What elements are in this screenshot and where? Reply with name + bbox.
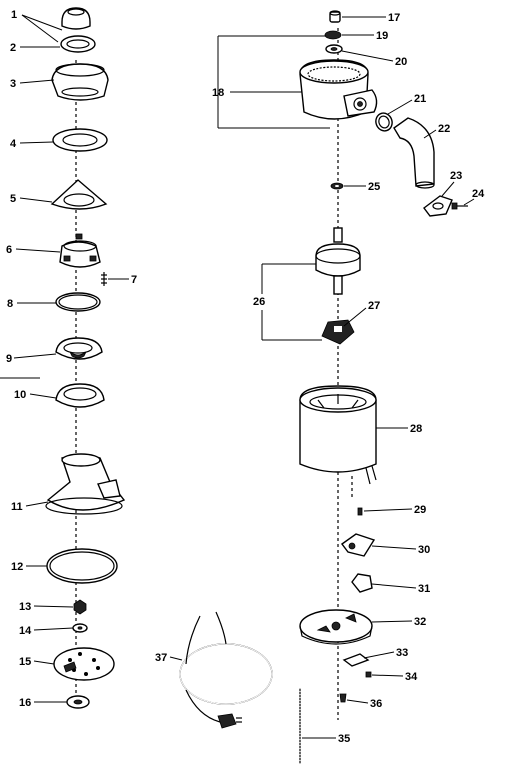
label-31: 31: [418, 583, 430, 595]
left-labels: 1 2 3 4 5 6 7 8 9 10 11 12 13 14 15 16: [0, 9, 137, 709]
label-2: 2: [10, 42, 16, 54]
label-5: 5: [10, 193, 16, 205]
label-10: 10: [14, 389, 26, 401]
label-7: 7: [131, 274, 137, 286]
label-12: 12: [11, 561, 23, 573]
label-29: 29: [414, 504, 426, 516]
label-1: 1: [11, 9, 17, 21]
part-12-gasket: [46, 548, 118, 584]
label-23: 23: [450, 170, 462, 182]
label-32: 32: [414, 616, 426, 628]
part-5-backup-flange: [50, 179, 108, 210]
part-34-screw: [365, 671, 372, 678]
part-22-discharge-tube: [393, 117, 435, 189]
part-17-cap: [329, 10, 341, 23]
part-29-screw: [357, 507, 363, 516]
part-13-nut: [73, 599, 87, 615]
label-3: 3: [10, 78, 16, 90]
label-4: 4: [10, 138, 17, 150]
label-37: 37: [155, 652, 167, 664]
label-8: 8: [7, 298, 13, 310]
label-28: 28: [410, 423, 422, 435]
label-27: 27: [368, 300, 380, 312]
label-16: 16: [19, 697, 31, 709]
part-15-rotating-plate: [53, 647, 115, 681]
label-22: 22: [438, 123, 450, 135]
part-3-sink-flange: [51, 63, 109, 101]
label-24: 24: [472, 188, 485, 200]
label-20: 20: [395, 56, 407, 68]
part-18-grinding-chamber: [299, 59, 378, 120]
right-labels: 17 19 20 18 21 22 23 24 25 26 27 28 29 3…: [212, 12, 485, 745]
part-19-seal: [324, 30, 342, 40]
part-27-switch: [321, 319, 355, 345]
part-32-end-bell: [299, 609, 373, 645]
label-34: 34: [405, 671, 418, 683]
label-35: 35: [338, 733, 350, 745]
label-9: 9: [6, 353, 12, 365]
part-6-mounting-ring: [59, 233, 101, 268]
part-33-cover-plate: [342, 653, 370, 667]
label-33: 33: [396, 647, 408, 659]
label-30: 30: [418, 544, 430, 556]
part-24-bolt: [451, 202, 468, 210]
part-2-gasket: [60, 35, 96, 53]
part-16-slinger: [66, 695, 90, 709]
label-11: 11: [11, 501, 23, 513]
label-21: 21: [414, 93, 426, 105]
part-14-washer: [72, 623, 88, 633]
label-17: 17: [388, 12, 400, 24]
part-23-tube-flange: [423, 195, 453, 217]
part-4-fiber-gasket: [52, 128, 108, 152]
label-19: 19: [376, 30, 388, 42]
part-20-washer: [325, 44, 343, 54]
part-26-shaft-assembly: [315, 227, 361, 295]
part-8-snap-ring: [55, 292, 101, 312]
label-26: 26: [253, 296, 265, 308]
part-37-power-cord: [179, 611, 273, 729]
part-25-seal: [330, 182, 344, 190]
part-11-hopper: [45, 453, 126, 515]
label-13: 13: [19, 601, 31, 613]
part-9-ring: [55, 337, 103, 360]
part-21-gasket: [375, 112, 393, 132]
label-25: 25: [368, 181, 380, 193]
part-31-grommet: [351, 573, 373, 593]
part-30-bracket: [341, 533, 376, 557]
part-7-screws: [101, 272, 107, 286]
label-14: 14: [19, 625, 32, 637]
label-36: 36: [370, 698, 382, 710]
part-10-cushion-mount: [55, 383, 105, 408]
part-28-motor-housing: [299, 385, 377, 485]
label-15: 15: [19, 656, 31, 668]
part-36-screw: [339, 693, 347, 703]
label-6: 6: [6, 244, 12, 256]
part-1-stopper: [61, 7, 91, 30]
